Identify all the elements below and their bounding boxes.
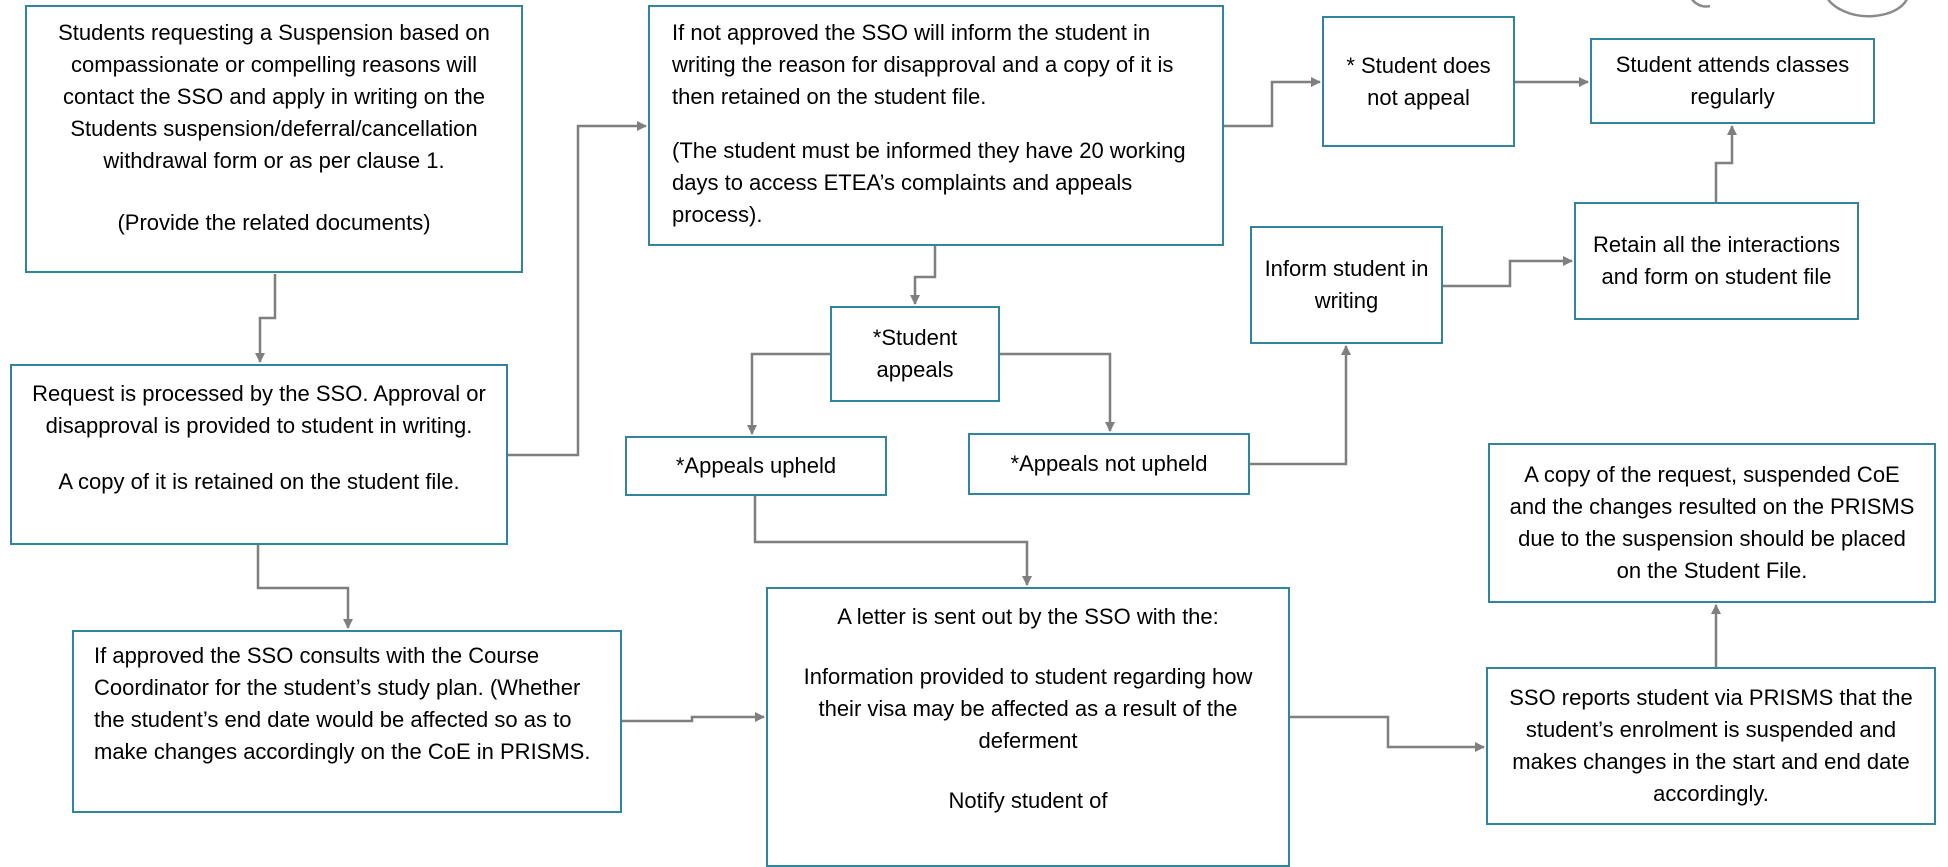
attends-classes-box: Student attends classes regularly xyxy=(1590,38,1875,124)
inform-student-text: Inform student in writing xyxy=(1264,256,1429,313)
complaints-appeals-note: (The student must be informed they have … xyxy=(672,138,1186,227)
notify-student-text: Notify student of xyxy=(948,788,1108,813)
request-processed-box: Request is processed by the SSO. Approva… xyxy=(10,364,508,545)
letter-sent-box: A letter is sent out by the SSO with the… xyxy=(766,587,1290,867)
letter-sent-text: A letter is sent out by the SSO with the… xyxy=(837,604,1219,629)
appeals-not-upheld-box: *Appeals not upheld xyxy=(968,433,1250,495)
connector-layer xyxy=(255,0,1908,752)
arrow-retain-to-attends xyxy=(1714,125,1737,202)
arrow-not-approved-to-student-appeals xyxy=(910,246,937,305)
suspension-request-text: Students requesting a Suspension based o… xyxy=(58,20,490,173)
arrow-request-to-processed xyxy=(255,274,277,363)
arrow-upheld-to-letter xyxy=(753,496,1032,586)
copy-retained-text: A copy of it is retained on the student … xyxy=(58,469,460,494)
arrow-not-upheld-to-inform xyxy=(1250,345,1351,466)
visa-information-text: Information provided to student regardin… xyxy=(803,664,1253,753)
arrow-letter-to-prisms-report xyxy=(1290,715,1485,752)
not-approved-box: If not approved the SSO will inform the … xyxy=(648,5,1224,246)
arrow-student-appeals-to-upheld xyxy=(747,352,830,435)
prisms-report-box: SSO reports student via PRISMS that the … xyxy=(1486,667,1936,825)
appeals-not-upheld-text: *Appeals not upheld xyxy=(1010,451,1208,476)
related-documents-note: (Provide the related documents) xyxy=(117,210,431,235)
copy-request-box: A copy of the request, suspended CoE and… xyxy=(1488,443,1936,603)
cloud-decoration xyxy=(1691,0,1908,18)
no-appeal-text: * Student does not appeal xyxy=(1346,52,1491,110)
no-appeal-box: * Student does not appeal xyxy=(1322,16,1515,147)
prisms-report-text: SSO reports student via PRISMS that the … xyxy=(1509,685,1913,806)
inform-student-box: Inform student in writing xyxy=(1250,226,1443,344)
arrow-student-appeals-to-not-upheld xyxy=(1000,352,1115,432)
appeals-upheld-text: *Appeals upheld xyxy=(675,453,837,478)
arrow-processed-to-approved xyxy=(256,545,353,629)
approved-box: If approved the SSO consults with the Co… xyxy=(72,630,622,813)
copy-request-text: A copy of the request, suspended CoE and… xyxy=(1509,462,1915,583)
not-approved-text: If not approved the SSO will inform the … xyxy=(672,20,1174,109)
retain-interactions-text: Retain all the interactions and form on … xyxy=(1592,232,1841,289)
arrow-approved-to-letter xyxy=(622,712,765,723)
approved-text: If approved the SSO consults with the Co… xyxy=(94,643,591,764)
arrow-not-approved-to-no-appeal xyxy=(1224,77,1321,128)
appeals-upheld-box: *Appeals upheld xyxy=(625,436,887,496)
suspension-request-box: Students requesting a Suspension based o… xyxy=(25,5,523,273)
retain-interactions-box: Retain all the interactions and form on … xyxy=(1574,202,1859,320)
request-processed-text: Request is processed by the SSO. Approva… xyxy=(32,381,486,438)
arrow-processed-to-not-approved xyxy=(508,121,647,457)
student-appeals-box: *Student appeals xyxy=(830,306,1000,402)
student-appeals-text: *Student appeals xyxy=(872,325,958,382)
attends-classes-text: Student attends classes regularly xyxy=(1615,52,1850,109)
arrow-inform-to-retain xyxy=(1443,256,1573,288)
